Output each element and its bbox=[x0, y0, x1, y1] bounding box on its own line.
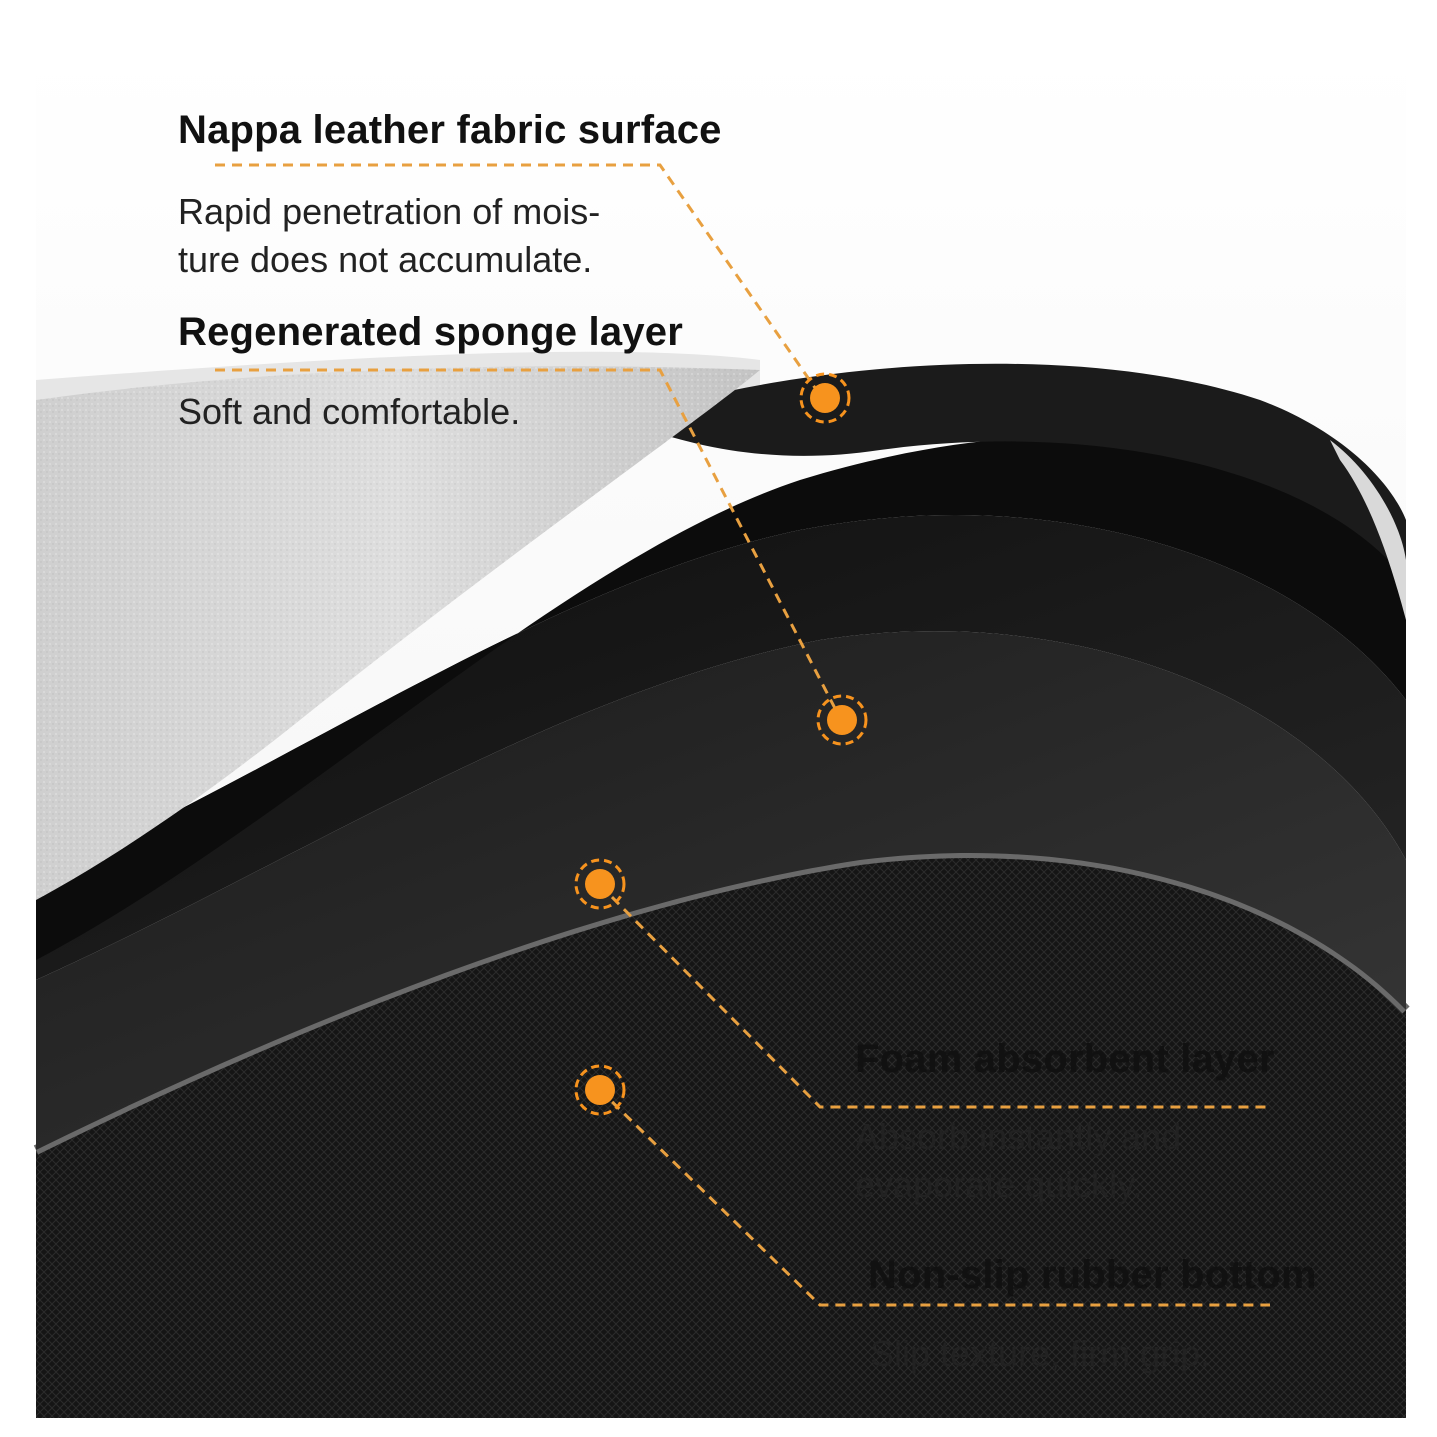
leader-nappa bbox=[215, 163, 822, 396]
leader-lines bbox=[215, 163, 1270, 1307]
nappa-dark-layer bbox=[36, 435, 1406, 960]
sponge-description: Soft and comfortable. bbox=[178, 388, 520, 436]
leader-sponge bbox=[215, 368, 842, 719]
regenerated-sponge-layer bbox=[36, 515, 1406, 980]
rubber-title: Non-slip rubber bottom bbox=[868, 1253, 1317, 1297]
foam-desc-line-1: Absorb instantly and bbox=[855, 1116, 1182, 1157]
rubber-edge bbox=[33, 848, 1410, 1155]
marker-sponge bbox=[816, 694, 868, 746]
marker-rubber bbox=[574, 1064, 626, 1116]
marker-nappa bbox=[799, 372, 851, 424]
nappa-title: Nappa leather fabric surface bbox=[178, 108, 722, 152]
foam-absorbent-layer bbox=[36, 631, 1406, 1150]
rubber-bottom-layer bbox=[36, 853, 1406, 1418]
foam-desc-line-2: evaporate quickly. bbox=[855, 1164, 1143, 1205]
rubber-desc-line-1: Slip texture, firm grip. bbox=[870, 1333, 1211, 1374]
foam-description: Absorb instantly and evaporate quickly. bbox=[855, 1113, 1181, 1209]
right-edge-highlight bbox=[1330, 440, 1406, 620]
sponge-title: Regenerated sponge layer bbox=[178, 310, 683, 354]
nappa-top-arch bbox=[620, 363, 1406, 580]
nappa-desc-line-1: Rapid penetration of mois- bbox=[178, 191, 601, 232]
sponge-desc-line-1: Soft and comfortable. bbox=[178, 391, 521, 432]
foam-title: Foam absorbent layer bbox=[855, 1037, 1275, 1081]
fabric-texture bbox=[36, 366, 760, 900]
nappa-description: Rapid penetration of mois- ture does not… bbox=[178, 188, 600, 284]
nappa-desc-line-2: ture does not accumulate. bbox=[178, 239, 593, 280]
rubber-description: Slip texture, firm grip. bbox=[870, 1330, 1210, 1378]
marker-foam bbox=[574, 858, 626, 910]
leader-rubber bbox=[598, 1088, 1270, 1307]
leader-foam bbox=[598, 883, 1270, 1109]
